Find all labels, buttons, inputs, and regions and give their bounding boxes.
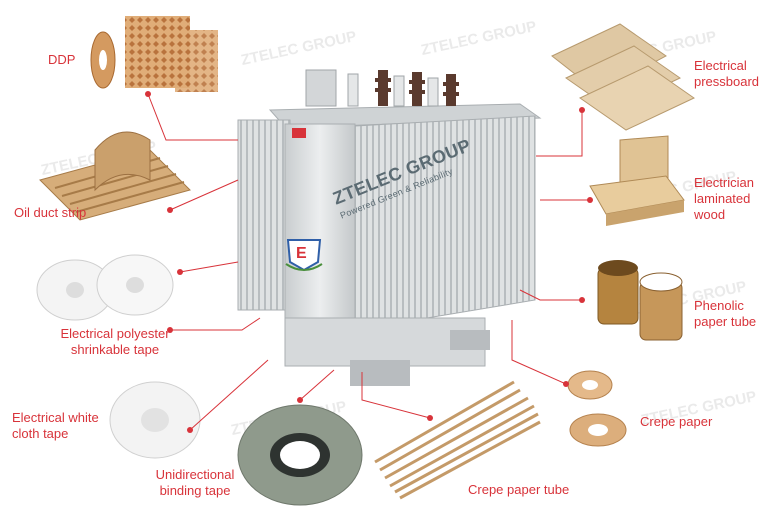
crepe-paper-illustration — [567, 370, 627, 447]
leader-lines — [147, 93, 590, 431]
brand-mark: ZTELEC GROUP Powered Green & Reliability — [330, 135, 479, 221]
watermark: ZTELEC GROUP — [229, 397, 348, 440]
label-pressboard: Electrical pressboard — [694, 58, 760, 89]
label-phenolic-tube: Phenolic paper tube — [694, 298, 757, 329]
label-oil-duct-strip: Oil duct strip — [14, 205, 87, 220]
label-crepe-paper: Crepe paper — [640, 414, 713, 429]
polyester-tape-illustration — [36, 254, 174, 321]
label-laminated-wood: Electrician laminated wood — [694, 175, 754, 222]
label-crepe-paper-tube: Crepe paper tube — [468, 482, 570, 497]
leader-dots — [145, 91, 593, 433]
label-binding-tape: Unidirectional binding tape — [155, 467, 235, 498]
label-white-cloth-tape: Electrical white cloth tape — [12, 410, 99, 441]
watermark: ZTELEC GROUP — [39, 137, 158, 180]
label-polyester-tape: Electrical polyester shrinkable tape — [60, 326, 170, 357]
label-ddp: DDP — [48, 52, 76, 67]
crepe-paper-tube-illustration — [374, 380, 541, 500]
ztelec-logo-icon: E — [285, 239, 323, 272]
ddp-illustration — [90, 16, 218, 92]
white-cloth-tape-illustration — [109, 381, 201, 459]
transformer — [237, 69, 542, 386]
watermark: ZTELEC GROUP — [419, 17, 538, 60]
svg-text:E: E — [296, 245, 307, 262]
watermark: ZTELEC GROUP — [239, 27, 358, 70]
